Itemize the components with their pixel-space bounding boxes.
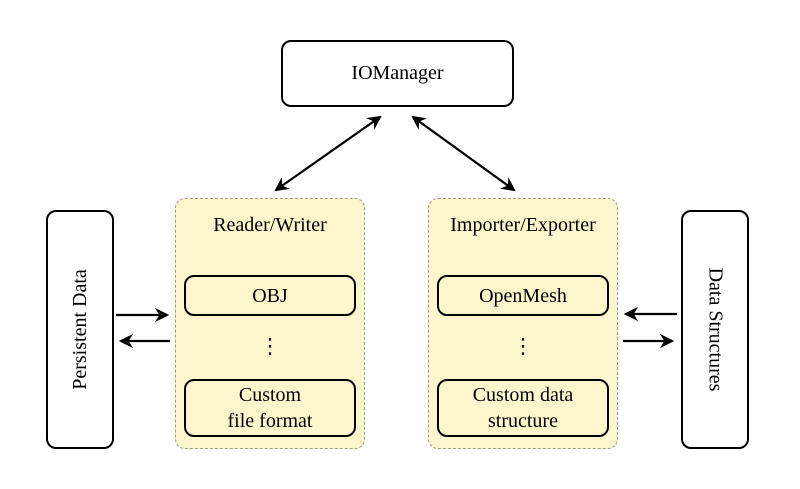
custom-data-structure-box: Custom data structure: [437, 379, 609, 437]
obj-label: OBJ: [252, 284, 288, 307]
arrow-iomanager-readerwriter: [274, 115, 382, 192]
data-structures-label: Data Structures: [704, 267, 727, 392]
custom-data-structure-line1: Custom data: [472, 384, 574, 406]
importer-exporter-ellipsis: ⋮: [512, 334, 534, 358]
reader-writer-title: Reader/Writer: [213, 214, 327, 236]
data-structures-box: Data Structures: [681, 210, 749, 449]
openmesh-box: OpenMesh: [437, 275, 609, 316]
custom-file-format-box: Custom file format: [184, 379, 356, 437]
persistent-data-box: Persistent Data: [46, 210, 114, 449]
iomanager-label: IOManager: [351, 62, 444, 84]
iomanager-box: IOManager: [281, 40, 514, 107]
openmesh-label: OpenMesh: [479, 284, 567, 307]
reader-writer-panel: Reader/Writer OBJ ⋮ Custom file format: [175, 198, 365, 449]
reader-writer-ellipsis: ⋮: [259, 334, 281, 358]
obj-box: OBJ: [184, 275, 356, 316]
custom-file-format-line2: file format: [227, 410, 313, 432]
importer-exporter-panel: Importer/Exporter OpenMesh ⋮ Custom data…: [428, 198, 618, 449]
custom-file-format-line1: Custom: [238, 384, 302, 406]
importer-exporter-title: Importer/Exporter: [450, 214, 596, 236]
arrow-iomanager-importerexporter: [411, 115, 516, 192]
persistent-data-label: Persistent Data: [68, 269, 91, 390]
custom-data-structure-line2: structure: [488, 410, 558, 432]
